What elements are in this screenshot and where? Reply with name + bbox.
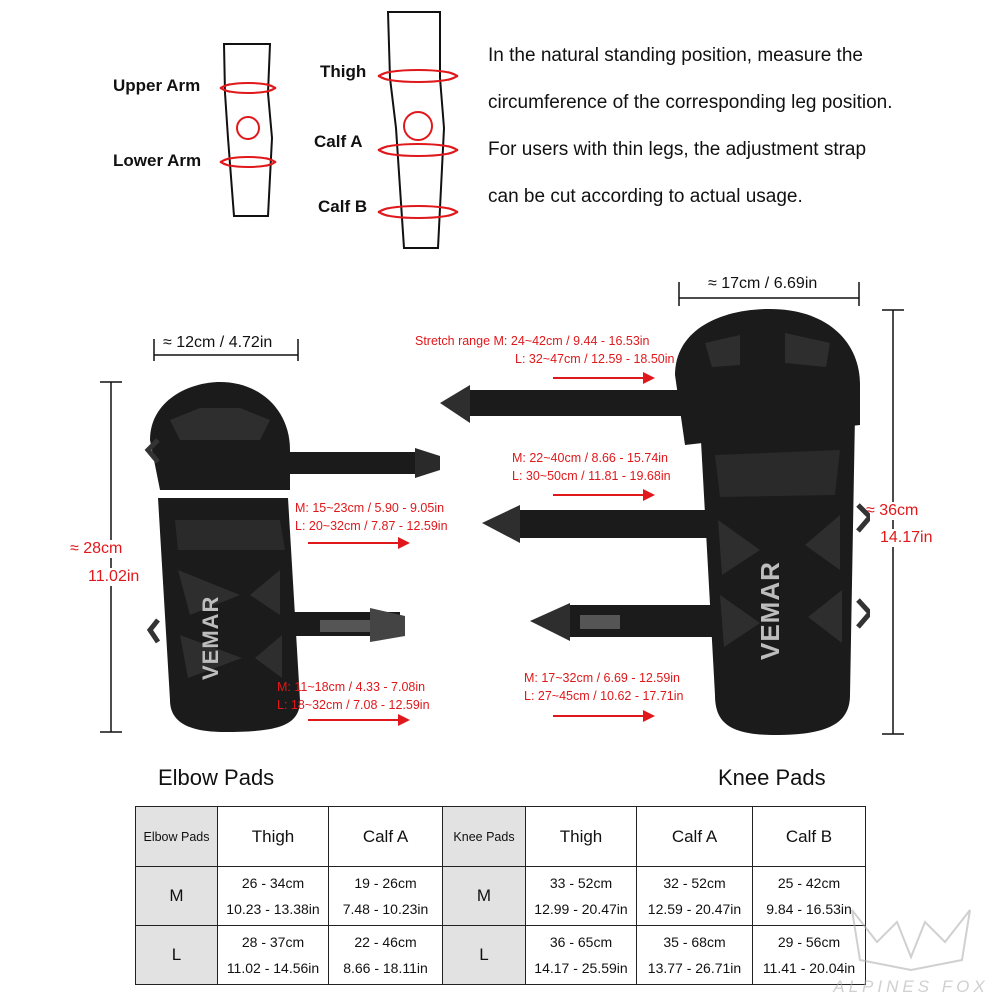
leg-outline-diagram [377,11,459,249]
table-cell: 33 - 52cm 12.99 - 20.47in [525,866,637,926]
elbow-brand-logo: VEMAR [198,570,228,680]
watermark-logo: ALPINES FOX [822,902,1000,1000]
knee-low-strap-l: L: 27~45cm / 10.62 - 17.71in [524,689,684,703]
elbow-col-calf-a: Calf A [328,806,443,867]
arm-outline-diagram [219,43,277,217]
table-cell: 36 - 65cm 14.17 - 25.59in [525,925,637,985]
cell-cm: 36 - 65cm [549,934,613,950]
fox-logo-icon [851,909,971,972]
table-header-row: Elbow Pads Thigh Calf A Knee Pads Thigh … [135,806,866,867]
watermark-text: ALPINES FOX [833,977,989,996]
size-chart-table: Elbow Pads Thigh Calf A Knee Pads Thigh … [135,806,866,985]
elbow-height-cm: ≈ 28cm [70,540,123,558]
knee-width-bracket [678,282,860,306]
elbow-col-thigh: Thigh [217,806,329,867]
table-cell: 25 - 42cm 9.84 - 16.53in [752,866,866,926]
cell-in: 11.02 - 14.56in [226,960,320,976]
knee-col-calf-a: Calf A [636,806,753,867]
cell-in: 12.59 - 20.47in [647,901,742,917]
lower-arm-label: Lower Arm [113,151,202,170]
calf-b-label: Calf B [318,197,368,216]
table-cell: 26 - 34cm 10.23 - 13.38in [217,866,329,926]
table-cell: 29 - 56cm 11.41 - 20.04in [752,925,866,985]
upper-arm-label: Upper Arm [113,76,201,95]
elbow-pads-header-cell: Elbow Pads [135,806,218,867]
knee-col-calf-b: Calf B [752,806,866,867]
size-cell-m: M [135,866,218,926]
thigh-label: Thigh [320,62,367,81]
table-cell: 35 - 68cm 13.77 - 26.71in [636,925,753,985]
cell-cm: 33 - 52cm [549,875,613,891]
elbow-upper-arrow [308,537,410,549]
table-cell: 19 - 26cm 7.48 - 10.23in [328,866,443,926]
cell-cm: 26 - 34cm [241,875,305,891]
knee-pads-title: Knee Pads [718,765,826,790]
knee-low-strap-m: M: 17~32cm / 6.69 - 12.59in [524,671,680,685]
knee-brand-text: VEMAR [755,561,785,660]
cell-in: 10.23 - 13.38in [226,901,320,917]
elbow-pad-image [144,382,440,732]
knee-pad-image [440,309,870,735]
calf-a-label: Calf A [314,132,363,151]
cell-in: 12.99 - 20.47in [534,901,628,917]
cell-cm: 19 - 26cm [354,875,417,891]
instruction-line-1: In the natural standing position, measur… [488,45,863,66]
table-cell: 22 - 46cm 8.66 - 18.11in [328,925,443,985]
cell-cm: 32 - 52cm [663,875,726,891]
instruction-line-4: can be cut according to actual usage. [488,186,803,207]
size-cell-l: L [135,925,218,985]
knee-mid-strap-l: L: 30~50cm / 11.81 - 19.68in [512,469,671,483]
table-cell: 28 - 37cm 11.02 - 14.56in [217,925,329,985]
knee-mid-arrow [553,489,655,501]
cell-in: 7.48 - 10.23in [342,901,429,917]
table-row: L 28 - 37cm 11.02 - 14.56in 22 - 46cm 8.66… [135,925,866,985]
instruction-line-3: For users with thin legs, the adjustment… [488,139,867,160]
cell-cm: 28 - 37cm [241,934,305,950]
knee-col-thigh: Thigh [525,806,637,867]
cell-in: 11.41 - 20.04in [762,960,856,976]
elbow-width-dimension: ≈ 12cm / 4.72in [160,334,276,352]
elbow-brand-text: VEMAR [198,595,223,680]
cell-cm: 29 - 56cm [777,934,841,950]
knee-mid-strap-m: M: 22~40cm / 8.66 - 15.74in [512,451,668,465]
cell-cm: 35 - 68cm [663,934,726,950]
size-cell-l: L [442,925,526,985]
table-cell: 32 - 52cm 12.59 - 20.47in [636,866,753,926]
elbow-width-bracket [153,339,299,361]
knee-height-in: 14.17in [880,529,933,547]
cell-in: 14.17 - 25.59in [534,960,628,976]
elbow-pads-title: Elbow Pads [158,765,275,790]
knee-top-arrow [553,372,655,384]
elbow-upper-strap-l: L: 20~32cm / 7.87 - 12.59in [295,519,448,533]
knee-height-cm: ≈ 36cm [866,502,919,520]
knee-width-dimension: ≈ 17cm / 6.69in [705,275,821,293]
size-cell-m: M [442,866,526,926]
knee-brand-logo: VEMAR [755,520,787,660]
knee-pads-header-cell: Knee Pads [442,806,526,867]
elbow-height-in: 11.02in [88,568,140,586]
cell-cm: 25 - 42cm [777,875,841,891]
cell-in: 8.66 - 18.11in [343,960,428,976]
elbow-lower-strap-m: M: 11~18cm / 4.33 - 7.08in [277,680,426,694]
instruction-line-2: circumference of the corresponding leg p… [488,92,893,113]
knee-height-bracket [882,309,904,735]
knee-low-arrow [553,710,655,722]
knee-top-strap-l: L: 32~47cm / 12.59 - 18.50in [515,352,675,366]
elbow-lower-strap-l: L: 18~32cm / 7.08 - 12.59in [277,698,430,712]
knee-top-strap-m: Stretch range M: 24~42cm / 9.44 - 16.53i… [415,334,650,348]
cell-in: 9.84 - 16.53in [766,901,852,917]
table-row: M 26 - 34cm 10.23 - 13.38in 19 - 26cm 7.48… [135,866,866,926]
cell-in: 13.77 - 26.71in [647,960,742,976]
elbow-upper-strap-m: M: 15~23cm / 5.90 - 9.05in [295,501,445,515]
cell-cm: 22 - 46cm [354,934,417,950]
elbow-lower-arrow [308,714,410,726]
